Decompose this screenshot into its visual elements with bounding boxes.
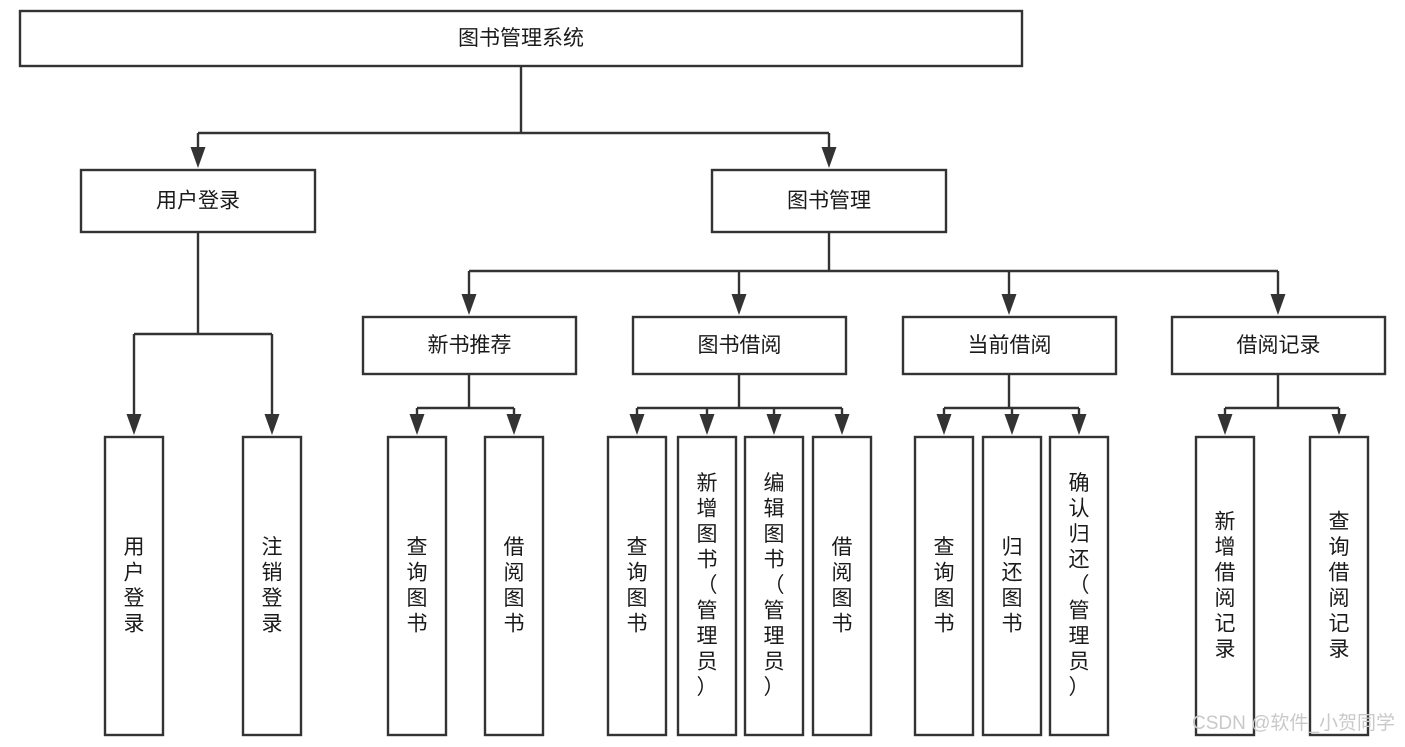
node-label-leaf-add-book: 新增图书（管理员） xyxy=(697,472,718,699)
node-label-leaf-edit-book: 编辑图书（管理员） xyxy=(764,472,785,699)
node-box-book-borrow xyxy=(631,315,848,376)
node-leaf-query-book-2[interactable]: 查询图书 xyxy=(606,435,668,737)
connector-book-manage-to-level2 xyxy=(461,232,1286,315)
node-label-leaf-borrow-book-1: 借阅图书 xyxy=(504,535,525,635)
connector-root-to-level1 xyxy=(190,66,837,168)
node-label-leaf-query-book-3: 查询图书 xyxy=(934,535,955,635)
node-label-leaf-borrow-book-2: 借阅图书 xyxy=(832,535,853,635)
node-user-login[interactable]: 用户登录 xyxy=(79,168,317,234)
node-box-leaf-borrow-book-2 xyxy=(811,435,873,737)
node-label-leaf-query-book-1: 查询图书 xyxy=(407,535,428,635)
node-book-manage[interactable]: 图书管理 xyxy=(710,168,948,234)
node-leaf-query-book-3[interactable]: 查询图书 xyxy=(913,435,975,737)
node-box-leaf-add-record xyxy=(1194,435,1256,737)
node-box-leaf-borrow-book-1 xyxy=(483,435,545,737)
node-leaf-borrow-book-1[interactable]: 借阅图书 xyxy=(483,435,545,737)
node-leaf-add-record[interactable]: 新增借阅记录 xyxy=(1194,435,1256,737)
node-box-leaf-confirm-return xyxy=(1048,435,1110,737)
node-book-borrow[interactable]: 图书借阅 xyxy=(631,315,848,376)
node-leaf-borrow-book-2[interactable]: 借阅图书 xyxy=(811,435,873,737)
node-box-leaf-query-book-3 xyxy=(913,435,975,737)
node-root[interactable]: 图书管理系统 xyxy=(18,9,1024,68)
node-box-leaf-return-book xyxy=(981,435,1043,737)
node-box-leaf-user-logout xyxy=(241,435,303,737)
node-label-leaf-user-logout: 注销登录 xyxy=(262,535,283,635)
connector-new-book-recommend-to-leaves xyxy=(409,374,522,435)
node-label-leaf-query-record: 查询借阅记录 xyxy=(1329,510,1350,661)
node-leaf-user-logout[interactable]: 注销登录 xyxy=(241,435,303,737)
node-current-borrow[interactable]: 当前借阅 xyxy=(901,315,1118,376)
node-label-current-borrow: 当前借阅 xyxy=(968,334,1052,357)
node-box-borrow-record xyxy=(1170,315,1387,376)
node-box-root xyxy=(18,9,1024,68)
node-leaf-add-book[interactable]: 新增图书（管理员） xyxy=(676,435,738,737)
csdn-watermark: CSDN @软件_小贺同学 xyxy=(1192,712,1395,734)
node-label-leaf-user-login: 用户登录 xyxy=(124,535,145,635)
node-box-leaf-edit-book xyxy=(743,435,805,737)
connector-layer xyxy=(126,66,1347,435)
node-borrow-record[interactable]: 借阅记录 xyxy=(1170,315,1387,376)
node-label-new-book-recommend: 新书推荐 xyxy=(428,334,512,357)
node-leaf-user-login[interactable]: 用户登录 xyxy=(103,435,165,737)
node-box-leaf-add-book xyxy=(676,435,738,737)
connector-user-login-to-leaves xyxy=(126,232,280,435)
node-label-leaf-return-book: 归还图书 xyxy=(1002,535,1023,635)
node-label-leaf-confirm-return: 确认归还（管理员） xyxy=(1069,472,1090,699)
node-box-current-borrow xyxy=(901,315,1118,376)
watermark-layer: CSDN @软件_小贺同学 xyxy=(1192,712,1395,734)
connector-book-borrow-to-leaves xyxy=(629,374,850,435)
node-new-book-recommend[interactable]: 新书推荐 xyxy=(361,315,578,376)
node-leaf-return-book[interactable]: 归还图书 xyxy=(981,435,1043,737)
node-label-book-borrow: 图书借阅 xyxy=(698,334,782,357)
node-box-leaf-query-book-2 xyxy=(606,435,668,737)
node-box-book-manage xyxy=(710,168,948,234)
node-label-leaf-query-book-2: 查询图书 xyxy=(627,535,648,635)
node-box-new-book-recommend xyxy=(361,315,578,376)
node-leaf-confirm-return[interactable]: 确认归还（管理员） xyxy=(1048,435,1110,737)
node-box-leaf-query-record xyxy=(1308,435,1370,737)
node-box-leaf-user-login xyxy=(103,435,165,737)
connector-borrow-record-to-leaves xyxy=(1217,374,1347,435)
node-label-borrow-record: 借阅记录 xyxy=(1237,334,1321,357)
node-label-book-manage: 图书管理 xyxy=(787,190,871,213)
node-leaf-edit-book[interactable]: 编辑图书（管理员） xyxy=(743,435,805,737)
node-box-user-login xyxy=(79,168,317,234)
node-box-leaf-query-book-1 xyxy=(386,435,448,737)
connector-current-borrow-to-leaves xyxy=(936,374,1087,435)
node-layer: 图书管理系统用户登录图书管理新书推荐图书借阅当前借阅借阅记录用户登录注销登录查询… xyxy=(18,9,1387,737)
node-label-leaf-add-record: 新增借阅记录 xyxy=(1215,510,1236,661)
node-leaf-query-record[interactable]: 查询借阅记录 xyxy=(1308,435,1370,737)
node-leaf-query-book-1[interactable]: 查询图书 xyxy=(386,435,448,737)
node-label-user-login: 用户登录 xyxy=(156,190,240,213)
node-label-root: 图书管理系统 xyxy=(458,27,584,50)
